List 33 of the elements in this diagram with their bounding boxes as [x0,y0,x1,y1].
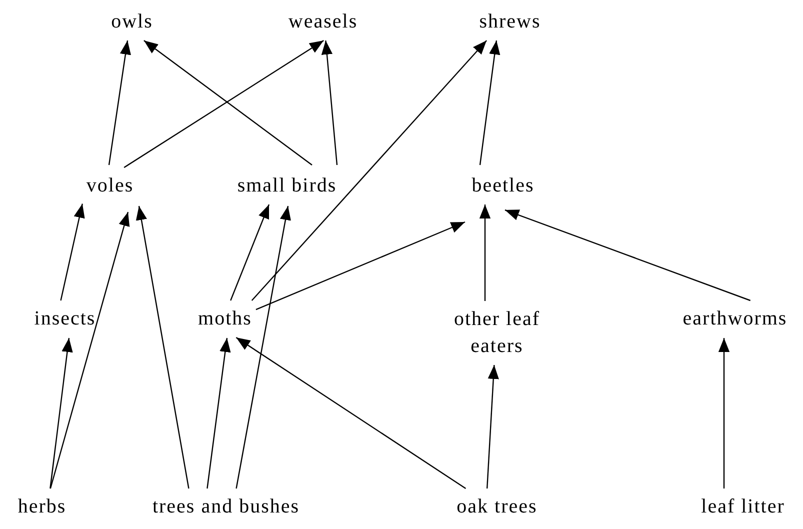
food-label: trees and bushes [148,488,304,526]
arrow [236,337,466,489]
food-label: weasels [284,4,362,40]
arrow [718,338,730,488]
arrow [124,40,324,168]
food-label: oak trees [452,488,542,526]
arrow [50,338,73,489]
food-label: small birds [233,168,341,204]
arrow [50,212,130,489]
arrow [144,40,312,166]
arrow [136,206,190,489]
arrow [321,40,338,166]
arrow [479,40,500,166]
arrow [504,209,751,302]
arrow [230,204,270,301]
arrow [251,40,488,301]
food-label: owls [107,4,157,40]
food-label: shrews [475,4,545,40]
arrow [486,364,499,489]
arrow [479,204,491,301]
food-label: herbs [14,488,70,526]
arrow [236,206,291,489]
arrow [108,40,131,166]
food-label: beetles [468,168,538,204]
food-label: other leaf eaters [437,301,557,365]
food-label: leaf litter [697,488,789,526]
arrow [206,338,231,489]
food-label: voles [82,168,138,204]
food-label: moths [194,300,256,338]
food-label: earthworms [678,300,792,338]
arrow [60,204,85,301]
arrow [256,221,466,310]
food-label: insects [30,300,100,338]
